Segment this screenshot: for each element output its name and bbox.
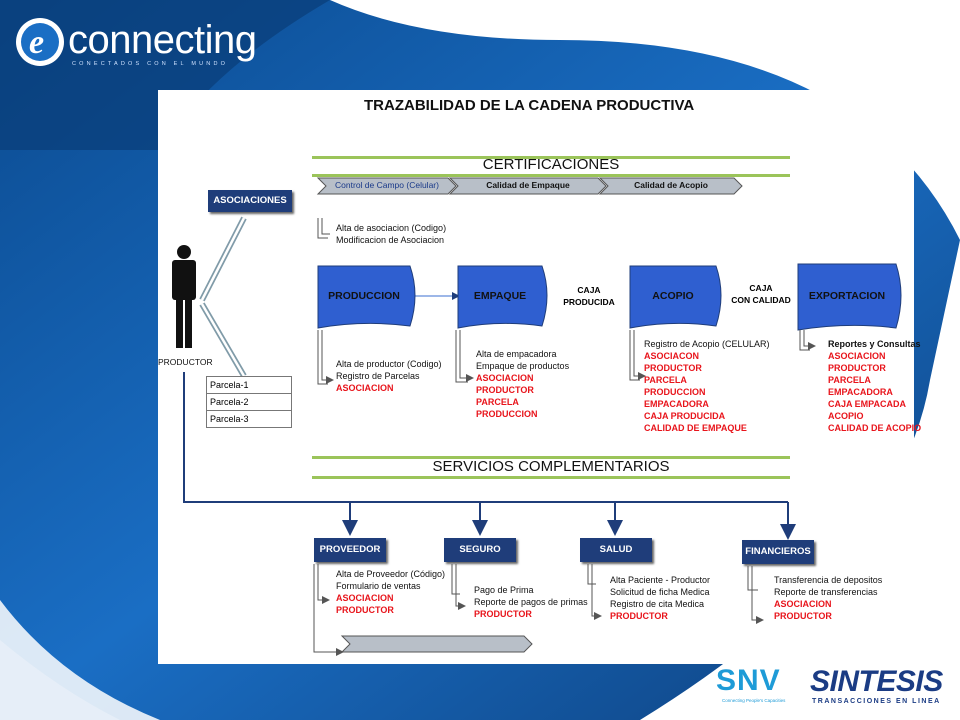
note-red: ASOCIACON — [644, 351, 700, 361]
cert-calidad-empaque: Calidad de Empaque — [486, 180, 570, 190]
note-red: PRODUCTOR — [476, 385, 534, 395]
e-logo-icon: e — [16, 18, 64, 66]
stage-produccion: PRODUCCION — [328, 290, 400, 302]
sintesis-name: SINTESIS — [810, 665, 943, 698]
note-red: PRODUCTOR — [828, 363, 886, 373]
productor-figure — [172, 245, 196, 348]
stage-acopio: ACOPIO — [652, 290, 694, 302]
note-line: Alta de Proveedor (Código) — [336, 569, 446, 579]
cert-line-bottom — [312, 174, 790, 177]
exportacion-notes: Reportes y Consultas ASOCIACION PRODUCTO… — [828, 338, 921, 434]
transition-line: CON CALIDAD — [731, 295, 791, 305]
productor-label: PRODUCTOR — [158, 357, 213, 367]
transition-caja-calidad: CAJA CON CALIDAD — [726, 282, 796, 306]
note-red: PRODUCTOR — [474, 609, 532, 619]
note-line: Empaque de productos — [476, 361, 570, 371]
sintesis-logo: SINTESIS TRANSACCIONES EN LINEA — [806, 664, 952, 708]
acopio-notes: Registro de Acopio (CELULAR) ASOCIACON P… — [644, 338, 770, 434]
note-red: PRODUCCION — [476, 409, 538, 419]
note-line: Registro de cita Medica — [610, 599, 705, 609]
note-line: Pago de Prima — [474, 585, 534, 595]
note-red: PARCELA — [828, 375, 871, 385]
parcela-cell: Parcela-3 — [206, 410, 292, 428]
note-red: PRODUCCION — [644, 387, 706, 397]
note-red: EMPACADORA — [644, 399, 709, 409]
transition-line: CAJA — [577, 285, 601, 295]
salud-notes: Alta Paciente - Productor Solicitud de f… — [610, 574, 710, 622]
asociaciones-box: ASOCIACIONES — [208, 190, 292, 212]
transition-line: CAJA — [749, 283, 773, 293]
service-financieros: FINANCIEROS — [742, 540, 814, 564]
note-red: CALIDAD DE ACOPIO — [828, 423, 922, 433]
service-proveedor: PROVEEDOR — [314, 538, 386, 562]
note-red: PRODUCTOR — [644, 363, 702, 373]
note-line: Alta de empacadora — [476, 349, 557, 359]
snv-tagline: Connecting People's Capacities — [722, 698, 786, 703]
note-red: PARCELA — [476, 397, 519, 407]
note-red: ASOCIACION — [476, 373, 534, 383]
snv-logo: SNV Connecting People's Capacities — [716, 664, 786, 708]
proveedor-notes: Alta de Proveedor (Código) Formulario de… — [336, 568, 445, 616]
note-line: Registro de Acopio (CELULAR) — [644, 339, 770, 349]
note-line: Registro de Parcelas — [336, 371, 420, 381]
asociaciones-note-2: Modificacion de Asociacion — [336, 235, 445, 245]
service-salud: SALUD — [580, 538, 652, 562]
note-red: EMPACADORA — [828, 387, 893, 397]
cert-calidad-acopio: Calidad de Acopio — [634, 180, 708, 190]
parcelas-table: Parcela-1 Parcela-2 Parcela-3 — [206, 376, 292, 428]
note-red: PRODUCTOR — [774, 611, 832, 621]
services-line-top — [312, 456, 790, 459]
stage-exportacion: EXPORTACION — [808, 290, 886, 302]
note-red: PRODUCTOR — [610, 611, 668, 621]
service-seguro: SEGURO — [444, 538, 516, 562]
snv-name: SNV — [716, 664, 781, 697]
transition-line: PRODUCIDA — [563, 297, 615, 307]
note-line: Reporte de pagos de primas — [474, 597, 588, 607]
brand-tagline: CONECTADOS CON EL MUNDO — [72, 61, 229, 67]
note-line: Reportes y Consultas — [828, 339, 921, 349]
stage-empaque: EMPAQUE — [473, 290, 527, 302]
empaque-notes: Alta de empacadora Empaque de productos … — [476, 348, 569, 420]
note-line: Transferencia de depositos — [774, 575, 883, 585]
note-line: Solicitud de ficha Medica — [610, 587, 710, 597]
note-red: ASOCIACION — [336, 383, 394, 393]
note-red: CAJA EMPACADA — [828, 399, 907, 409]
produccion-notes: Alta de productor (Codigo) Registro de P… — [336, 358, 442, 394]
brand-name: connecting — [68, 18, 257, 62]
asociaciones-note-1: Alta de asociacion (Codigo) — [336, 223, 447, 233]
note-line: Alta de productor (Codigo) — [336, 359, 442, 369]
note-line: Formulario de ventas — [336, 581, 421, 591]
certifications-heading: CERTIFICACIONES — [482, 156, 620, 173]
parcela-cell: Parcela-2 — [206, 393, 292, 411]
transition-caja-producida: CAJA PRODUCIDA — [554, 284, 624, 308]
diagram-title: TRAZABILIDAD DE LA CADENA PRODUCTIVA — [364, 97, 695, 114]
cert-control-campo: Control de Campo (Celular) — [335, 180, 439, 190]
diagram-panel: TRAZABILIDAD DE LA CADENA PRODUCTIVA CER… — [158, 90, 921, 664]
note-red: ACOPIO — [828, 411, 864, 421]
note-red: PRODUCTOR — [336, 605, 394, 615]
econnecting-logo: e connecting CONECTADOS CON EL MUNDO — [14, 14, 257, 70]
services-line-bottom — [312, 476, 790, 479]
diagram-connectors — [172, 177, 902, 656]
note-red: ASOCIACION — [774, 599, 832, 609]
note-red: CAJA PRODUCIDA — [644, 411, 726, 421]
logo-letter: e — [29, 24, 44, 61]
services-heading: SERVICIOS COMPLEMENTARIOS — [432, 458, 670, 475]
seguro-notes: Pago de Prima Reporte de pagos de primas… — [474, 584, 588, 620]
note-red: CALIDAD DE EMPAQUE — [644, 423, 747, 433]
note-line: Reporte de transferencias — [774, 587, 878, 597]
financieros-notes: Transferencia de depositos Reporte de tr… — [774, 574, 882, 622]
note-red: ASOCIACION — [336, 593, 394, 603]
note-line: Alta Paciente - Productor — [610, 575, 711, 585]
cert-line-top — [312, 156, 790, 159]
parcela-cell: Parcela-1 — [206, 376, 292, 394]
sintesis-tagline: TRANSACCIONES EN LINEA — [812, 698, 941, 705]
note-red: PARCELA — [644, 375, 687, 385]
note-red: ASOCIACION — [828, 351, 886, 361]
